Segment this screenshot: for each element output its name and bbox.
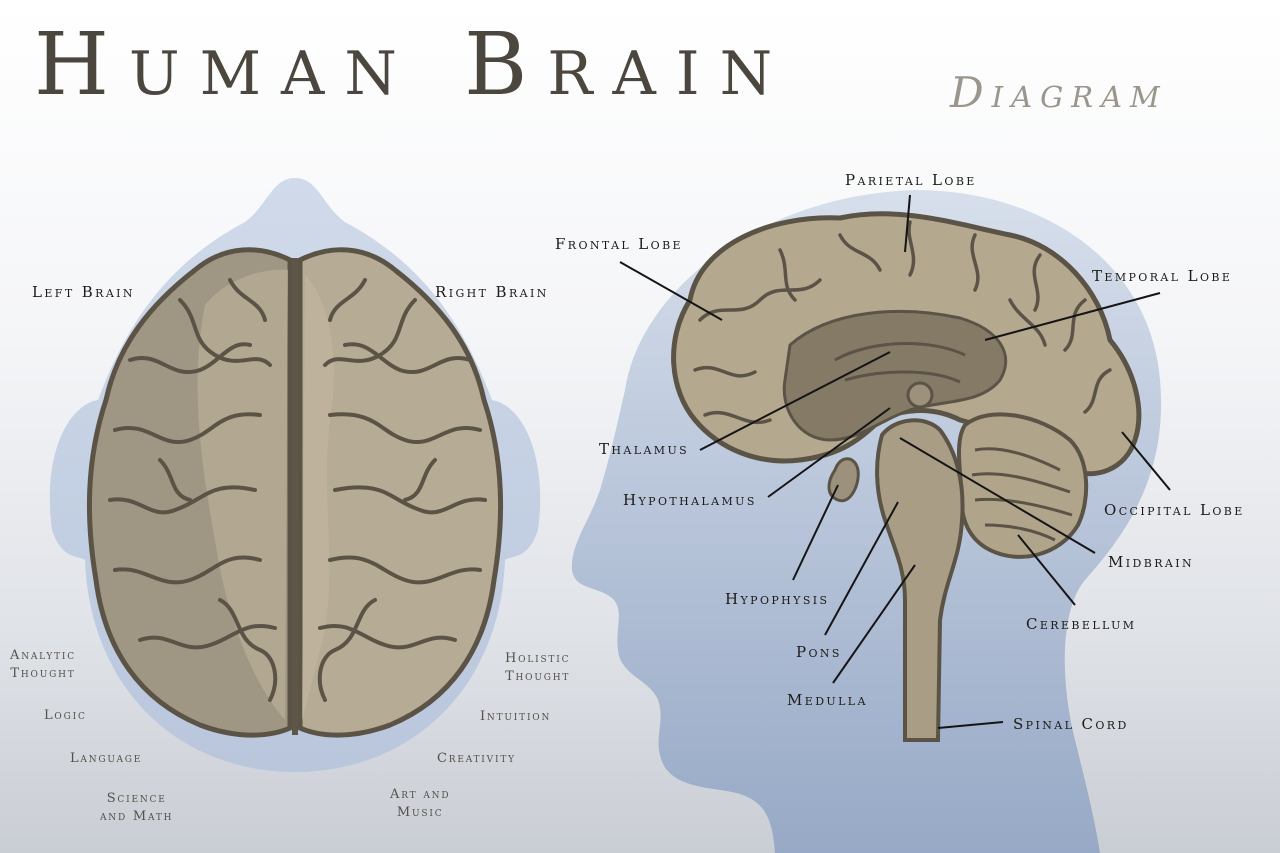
label-pons: Pons — [796, 643, 842, 661]
label-temporal-lobe: Temporal Lobe — [1092, 267, 1233, 285]
left-trait-analytic-thought: Analytic Thought — [10, 648, 76, 681]
label-hypophysis: Hypophysis — [725, 590, 830, 608]
left-trait-language: Language — [70, 751, 143, 766]
page-title: Human Brain — [34, 15, 793, 115]
right-trait-holistic-thought: Holistic Thought — [505, 651, 571, 684]
label-leader-lines — [619, 194, 1171, 729]
label-thalamus: Thalamus — [599, 440, 690, 458]
left-trait-science-and-math: Science and Math — [100, 791, 174, 824]
label-spinal-cord: Spinal Cord — [1013, 715, 1129, 733]
side-view-brain — [671, 211, 1142, 742]
label-occipital-lobe: Occipital Lobe — [1104, 501, 1245, 519]
label-hypothalamus: Hypothalamus — [623, 491, 757, 509]
label-frontal-lobe: Frontal Lobe — [555, 235, 683, 253]
right-trait-intuition: Intuition — [480, 709, 552, 724]
label-parietal-lobe: Parietal Lobe — [845, 171, 977, 189]
page-subtitle: Diagram — [950, 68, 1168, 117]
label-cerebellum: Cerebellum — [1026, 615, 1137, 633]
label-medulla: Medulla — [787, 691, 868, 709]
right-trait-art-and-music: Art and Music — [390, 787, 451, 820]
top-view-brain — [86, 247, 504, 738]
right-trait-creativity: Creativity — [437, 751, 516, 766]
left-trait-logic: Logic — [44, 708, 87, 723]
label-left-brain: Left Brain — [32, 283, 135, 301]
label-right-brain: Right Brain — [435, 283, 549, 301]
label-midbrain: Midbrain — [1108, 553, 1195, 571]
